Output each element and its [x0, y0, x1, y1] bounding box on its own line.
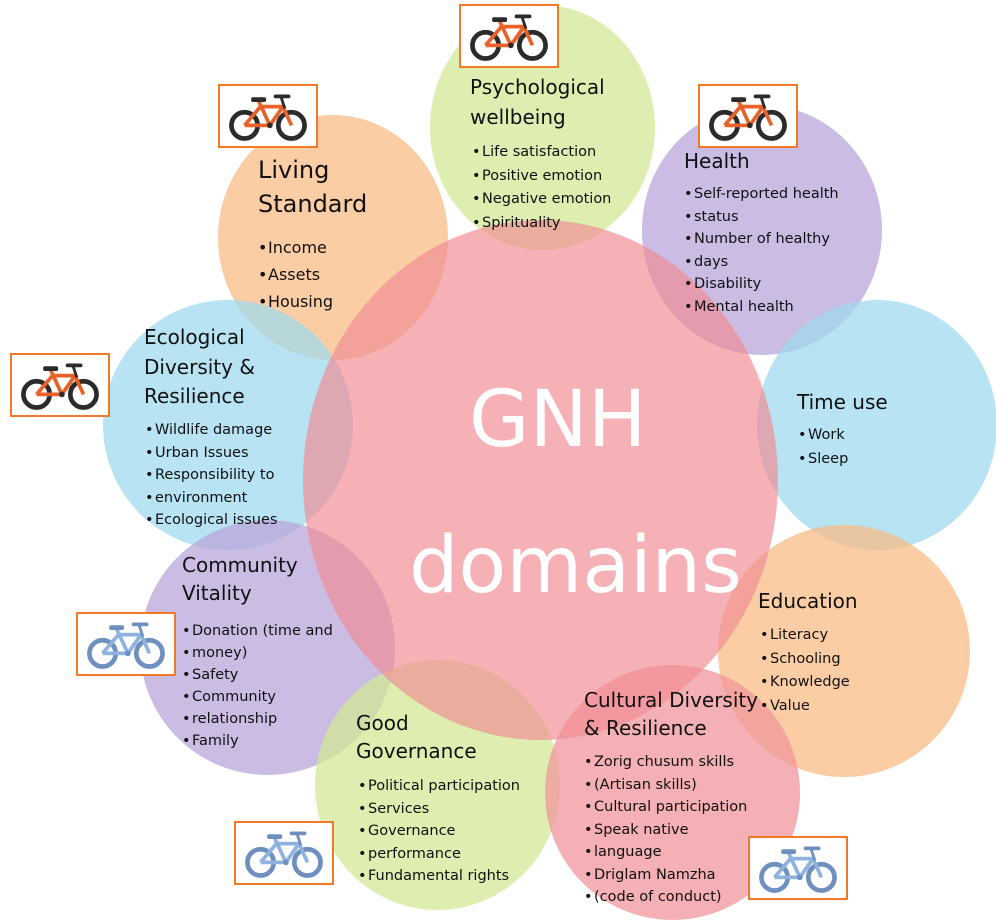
list-item: Fundamental rights: [358, 865, 520, 888]
bicycle-icon: [10, 353, 110, 417]
governance-title-l2: Governance: [356, 739, 477, 763]
community-title-l2: Vitality: [182, 581, 252, 605]
list-item: Literacy: [760, 624, 850, 648]
psychological-title-l2: wellbeing: [470, 105, 566, 129]
list-item: Urban Issues: [145, 442, 277, 465]
psychological-title-l1: Psychological: [470, 75, 605, 99]
list-item: Positive emotion: [472, 165, 611, 189]
list-item: Driglam Namzha: [584, 864, 747, 887]
ecological-items: Wildlife damage Urban Issues Responsibil…: [145, 419, 277, 532]
list-item: Disability: [684, 273, 839, 296]
education-items: Literacy Schooling Knowledge Value: [760, 624, 850, 718]
health-title: Health: [684, 149, 750, 173]
living-items: Income Assets Housing: [258, 234, 333, 315]
list-item-continued: (code of conduct): [584, 886, 747, 909]
time-use-title: Time use: [797, 390, 888, 414]
list-item: Sleep: [798, 448, 848, 472]
list-item: Value: [760, 695, 850, 719]
list-item: Cultural participation: [584, 796, 747, 819]
cultural-title-l2: & Resilience: [584, 716, 707, 740]
psychological-items: Life satisfaction Positive emotion Negat…: [472, 141, 611, 235]
living-title-l2: Standard: [258, 190, 368, 218]
health-items: Self-reported health status Number of he…: [684, 183, 839, 318]
list-item: Housing: [258, 288, 333, 315]
governance-title-l1: Good: [356, 711, 409, 735]
list-item: Services: [358, 798, 520, 821]
list-item-continued: (Artisan skills): [584, 774, 747, 797]
bicycle-icon: [748, 836, 848, 900]
list-item: Donation (time and: [182, 620, 333, 642]
list-item: Number of healthy: [684, 228, 839, 251]
list-item: Political participation: [358, 775, 520, 798]
bicycle-icon: [218, 84, 318, 148]
education-title: Education: [758, 589, 858, 613]
domain-circle-time-use: [757, 300, 996, 550]
bicycle-icon: [698, 84, 798, 148]
list-item: Spirituality: [472, 212, 611, 236]
list-item-continued: relationship: [182, 708, 333, 730]
list-item: Safety: [182, 664, 333, 686]
list-item-continued: language: [584, 841, 747, 864]
list-item: Self-reported health: [684, 183, 839, 206]
cultural-title-l1: Cultural Diversity: [584, 688, 759, 712]
list-item: Speak native: [584, 819, 747, 842]
list-item: Schooling: [760, 648, 850, 672]
ecological-title-l3: Resilience: [144, 384, 245, 408]
living-title-l1: Living: [258, 156, 330, 184]
center-title-line1: GNH: [469, 375, 647, 465]
list-item: Ecological issues: [145, 509, 277, 532]
list-item: Negative emotion: [472, 188, 611, 212]
list-item: Community: [182, 686, 333, 708]
list-item: Knowledge: [760, 671, 850, 695]
list-item: Responsibility to: [145, 464, 277, 487]
governance-items: Political participation Services Governa…: [358, 775, 520, 888]
list-item-continued: days: [684, 251, 839, 274]
list-item-continued: money): [182, 642, 333, 664]
community-items: Donation (time and money) Safety Communi…: [182, 620, 333, 752]
list-item-continued: status: [684, 206, 839, 229]
list-item: Wildlife damage: [145, 419, 277, 442]
list-item: Governance: [358, 820, 520, 843]
ecological-title-l2: Diversity &: [144, 355, 255, 379]
bicycle-icon: [76, 612, 176, 676]
list-item-continued: performance: [358, 843, 520, 866]
ecological-title-l1: Ecological: [144, 325, 245, 349]
list-item: Work: [798, 424, 848, 448]
list-item: Assets: [258, 261, 333, 288]
center-title-line2: domains: [409, 521, 742, 611]
community-title-l1: Community: [182, 553, 298, 577]
cultural-items: Zorig chusum skills (Artisan skills) Cul…: [584, 751, 747, 909]
list-item: Income: [258, 234, 333, 261]
time-use-items: Work Sleep: [798, 424, 848, 471]
bicycle-icon: [234, 821, 334, 885]
list-item: Life satisfaction: [472, 141, 611, 165]
bicycle-icon: [459, 4, 559, 68]
list-item-continued: environment: [145, 487, 277, 510]
list-item: Mental health: [684, 296, 839, 319]
list-item: Zorig chusum skills: [584, 751, 747, 774]
list-item: Family: [182, 730, 333, 752]
